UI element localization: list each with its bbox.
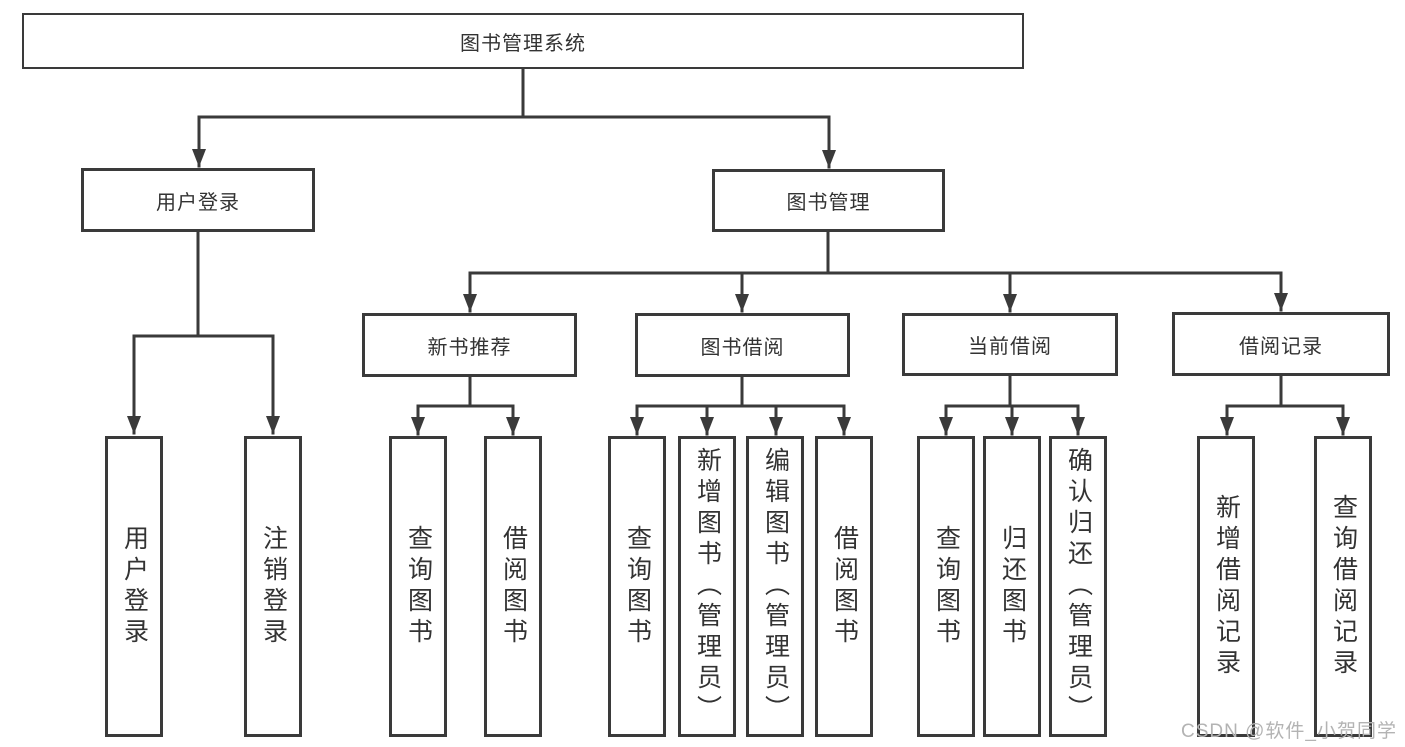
leaf-records-add-record: 新增借阅记录 xyxy=(1197,436,1255,737)
leaf-current-return-books-label: 归还图书 xyxy=(998,524,1027,649)
node-borrow-records-label: 借阅记录 xyxy=(1239,335,1323,358)
leaf-borrow-add-books-admin: 新增图书（管理员） xyxy=(678,436,736,737)
node-current-borrow-label: 当前借阅 xyxy=(968,336,1052,358)
leaf-user-login-label: 用户登录 xyxy=(120,524,149,649)
node-new-book-recommend-label: 新书推荐 xyxy=(427,336,512,359)
csdn-watermark: CSDN @软件_小贺同学 xyxy=(1181,721,1397,742)
leaf-newbook-borrow-books: 借阅图书 xyxy=(484,436,542,737)
leaf-newbook-query-books-label: 查询图书 xyxy=(404,524,433,649)
leaf-borrow-add-books-admin-label: 新增图书（管理员） xyxy=(693,447,722,726)
node-user-login: 用户登录 xyxy=(81,168,315,232)
leaf-borrow-query-books: 查询图书 xyxy=(608,436,666,737)
leaf-records-query-record-label: 查询借阅记录 xyxy=(1329,493,1358,680)
connector-new-book xyxy=(416,375,515,408)
node-book-management-label: 图书管理 xyxy=(786,192,871,214)
node-new-book-recommend: 新书推荐 xyxy=(362,313,577,377)
node-book-borrow-label: 图书借阅 xyxy=(700,336,785,359)
connector-borrow-records xyxy=(1225,374,1345,408)
leaf-borrow-borrow-books-label: 借阅图书 xyxy=(830,524,859,649)
leaf-current-query-books: 查询图书 xyxy=(917,436,975,737)
connector-current-borrow xyxy=(944,375,1080,408)
leaf-records-add-record-label: 新增借阅记录 xyxy=(1212,493,1241,680)
leaf-current-query-books-label: 查询图书 xyxy=(932,524,961,649)
leaf-newbook-query-books: 查询图书 xyxy=(389,436,447,737)
node-user-login-label: 用户登录 xyxy=(156,191,240,214)
leaf-borrow-edit-books-admin: 编辑图书（管理员） xyxy=(746,436,804,737)
leaf-current-return-books: 归还图书 xyxy=(983,436,1041,737)
connector-book-management xyxy=(468,230,1283,275)
node-borrow-records: 借阅记录 xyxy=(1172,312,1390,376)
node-library-system-label: 图书管理系统 xyxy=(460,32,586,55)
leaf-newbook-borrow-books-label: 借阅图书 xyxy=(499,524,528,649)
node-book-management: 图书管理 xyxy=(712,169,945,232)
leaf-borrow-borrow-books: 借阅图书 xyxy=(815,436,873,737)
leaf-borrow-query-books-label: 查询图书 xyxy=(623,524,652,649)
leaf-borrow-edit-books-admin-label: 编辑图书（管理员） xyxy=(761,447,790,726)
leaf-logout: 注销登录 xyxy=(244,436,302,737)
leaf-logout-label: 注销登录 xyxy=(259,524,288,649)
leaf-records-query-record: 查询借阅记录 xyxy=(1314,436,1372,737)
leaf-current-confirm-return-admin: 确认归还（管理员） xyxy=(1049,436,1107,737)
node-library-system: 图书管理系统 xyxy=(22,13,1024,69)
connector-user-login xyxy=(132,230,275,338)
connector-book-borrow xyxy=(635,375,846,408)
node-book-borrow: 图书借阅 xyxy=(635,313,850,377)
leaf-current-confirm-return-admin-label: 确认归还（管理员） xyxy=(1064,447,1093,726)
connector-root xyxy=(197,67,831,119)
node-current-borrow: 当前借阅 xyxy=(902,313,1118,376)
leaf-user-login: 用户登录 xyxy=(105,436,163,737)
